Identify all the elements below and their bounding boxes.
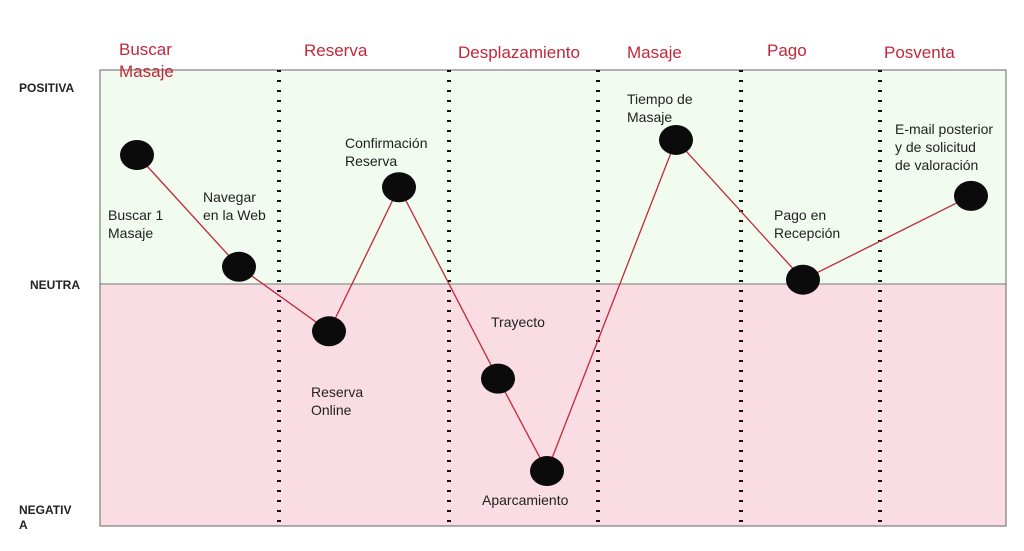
phase-label-buscar-masaje: Buscar Masaje bbox=[119, 40, 174, 81]
negative-zone bbox=[100, 284, 1006, 526]
step-label-aparcamiento: Aparcamiento bbox=[482, 492, 569, 508]
step-label-email-valoracion: E-mail posterior y de solicitud de valor… bbox=[895, 121, 994, 173]
journey-point bbox=[120, 140, 154, 170]
journey-point bbox=[481, 363, 515, 394]
step-label-confirmacion-reserva: Confirmación Reserva bbox=[345, 135, 428, 169]
step-label-pago-recepcion: Pago en Recepción bbox=[774, 207, 841, 241]
step-label-buscar-masaje: Buscar 1 Masaje bbox=[108, 207, 164, 241]
journey-points bbox=[120, 124, 988, 487]
step-label-reserva-online: Reserva Online bbox=[311, 384, 364, 418]
phase-label-pago: Pago bbox=[767, 41, 807, 60]
phase-label-masaje: Masaje bbox=[627, 43, 682, 62]
phase-label-posventa: Posventa bbox=[884, 43, 955, 62]
y-label-neutral: NEUTRA bbox=[30, 278, 80, 292]
y-label-positive: POSITIVA bbox=[19, 81, 75, 95]
journey-point bbox=[659, 124, 693, 155]
journey-point bbox=[382, 172, 416, 203]
step-label-tiempo-masaje: Tiempo de Masaje bbox=[627, 91, 693, 125]
positive-zone bbox=[100, 70, 1006, 284]
phase-dividers bbox=[277, 70, 882, 526]
journey-point bbox=[312, 316, 346, 347]
step-label-navegar-web: Navegar en la Web bbox=[203, 189, 266, 223]
journey-point bbox=[530, 456, 564, 487]
phase-label-desplazamiento: Desplazamiento bbox=[458, 43, 580, 62]
phase-label-reserva: Reserva bbox=[304, 41, 368, 60]
journey-point bbox=[786, 264, 820, 295]
journey-point bbox=[954, 180, 988, 211]
step-label-trayecto: Trayecto bbox=[491, 314, 545, 330]
chart-frame bbox=[99, 69, 1007, 527]
journey-point bbox=[222, 251, 256, 282]
y-label-negative: NEGATIV A bbox=[19, 503, 72, 532]
